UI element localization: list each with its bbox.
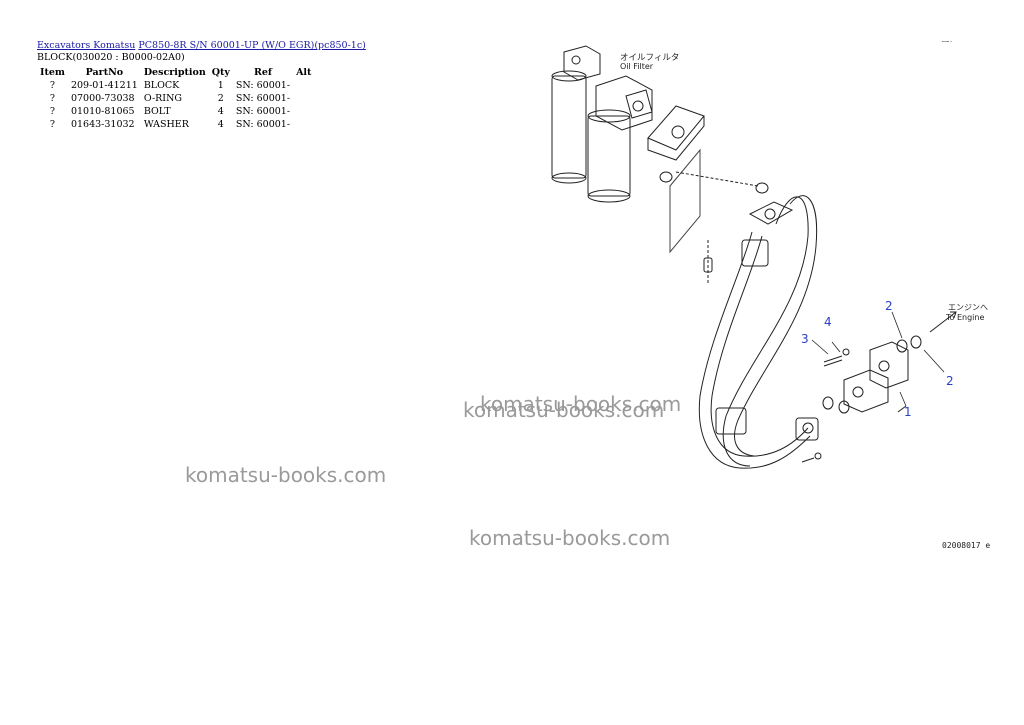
cell-ref: SN: 60001- (235, 80, 291, 91)
table-row: ? 07000-73038 O-RING 2 SN: 60001- (37, 92, 314, 105)
cell-description: BLOCK (143, 80, 180, 91)
cell-alt (293, 118, 314, 131)
watermark: komatsu-books.com (480, 392, 682, 416)
callout-1: 1 (904, 405, 912, 419)
to-engine-arrow (929, 311, 957, 333)
header-qty: Qty (211, 67, 230, 78)
cell-partno: 01010-81065 (70, 106, 135, 117)
cell-ref: SN: 60001- (235, 106, 291, 117)
to-engine-label-en: To Engine (945, 313, 984, 322)
cell-description: WASHER (143, 119, 189, 130)
hose-drawing (698, 195, 819, 469)
header-description: Description (143, 67, 206, 78)
header-ref: Ref (253, 67, 272, 78)
hose-flange-drawing (703, 201, 794, 284)
cell-alt (293, 105, 314, 118)
drawing-code: 02008017 e (942, 541, 990, 550)
cell-description: BOLT (143, 106, 171, 117)
cell-ref: SN: 60001- (235, 93, 291, 104)
cell-item: ? (49, 80, 56, 91)
cell-partno: 209-01-41211 (70, 80, 138, 91)
table-row: ? 209-01-41211 BLOCK 1 SN: 60001- (37, 79, 314, 92)
callout-2-top: 2 (885, 299, 893, 313)
oil-filter-label-jp: オイルフィルタ (620, 53, 679, 63)
cell-item: ? (49, 93, 56, 104)
cell-item: ? (49, 119, 56, 130)
breadcrumb-link-category[interactable]: Excavators Komatsu (37, 40, 136, 51)
parts-diagram: オイルフィルタ Oil Filter エンジンへ To Engine ……. 0… (551, 37, 990, 550)
watermark: komatsu-books.com (463, 398, 665, 422)
header-alt: Alt (296, 67, 312, 78)
cell-ref: SN: 60001- (235, 119, 291, 130)
page-subtitle: BLOCK(030020 : B0000-02A0) (37, 52, 185, 63)
o-ring-drawing (755, 182, 769, 194)
oil-filter-label-en: Oil Filter (620, 62, 654, 71)
cell-qty: 4 (217, 119, 224, 130)
to-engine-arrowhead (950, 311, 957, 319)
top-drawing-code: ……. (942, 37, 953, 44)
o-ring-drawing (896, 339, 908, 353)
cell-alt (293, 92, 314, 105)
breadcrumb-link-model[interactable]: PC850-8R S/N 60001-UP (W/O EGR)(pc850-1c… (138, 40, 366, 51)
table-row: ? 01010-81065 BOLT 4 SN: 60001- (37, 105, 314, 118)
block-plate-drawing (647, 105, 705, 254)
callout-3: 3 (801, 332, 809, 346)
cell-alt (293, 79, 314, 92)
cell-qty: 1 (217, 80, 224, 91)
oil-filter-drawing (551, 45, 653, 203)
cell-qty: 2 (217, 93, 224, 104)
parts-table: Item PartNo Description Qty Ref Alt ? 20… (37, 66, 314, 131)
header-item: Item (40, 67, 65, 78)
cell-partno: 07000-73038 (70, 93, 135, 104)
hose-bolt-drawing (801, 452, 822, 463)
o-ring-drawing (838, 400, 850, 414)
cell-description: O-RING (143, 93, 182, 104)
table-row: ? 01643-31032 WASHER 4 SN: 60001- (37, 118, 314, 131)
cell-partno: 01643-31032 (70, 119, 135, 130)
to-engine-label-jp: エンジンへ (948, 303, 988, 312)
bolt-drawing (823, 348, 850, 367)
o-ring-drawing (910, 335, 922, 349)
callout-2-right: 2 (946, 374, 954, 388)
header-partno: PartNo (85, 67, 124, 78)
breadcrumb: Excavators Komatsu PC850-8R S/N 60001-UP… (37, 40, 366, 51)
o-ring-drawing (659, 171, 673, 183)
callout-4: 4 (824, 315, 832, 329)
table-header-row: Item PartNo Description Qty Ref Alt (37, 66, 314, 79)
cell-item: ? (49, 106, 56, 117)
watermark: komatsu-books.com (469, 526, 671, 550)
o-ring-drawing (822, 396, 834, 410)
block-fitting-drawing (843, 341, 909, 413)
cell-qty: 4 (217, 106, 224, 117)
watermark: komatsu-books.com (185, 463, 387, 487)
